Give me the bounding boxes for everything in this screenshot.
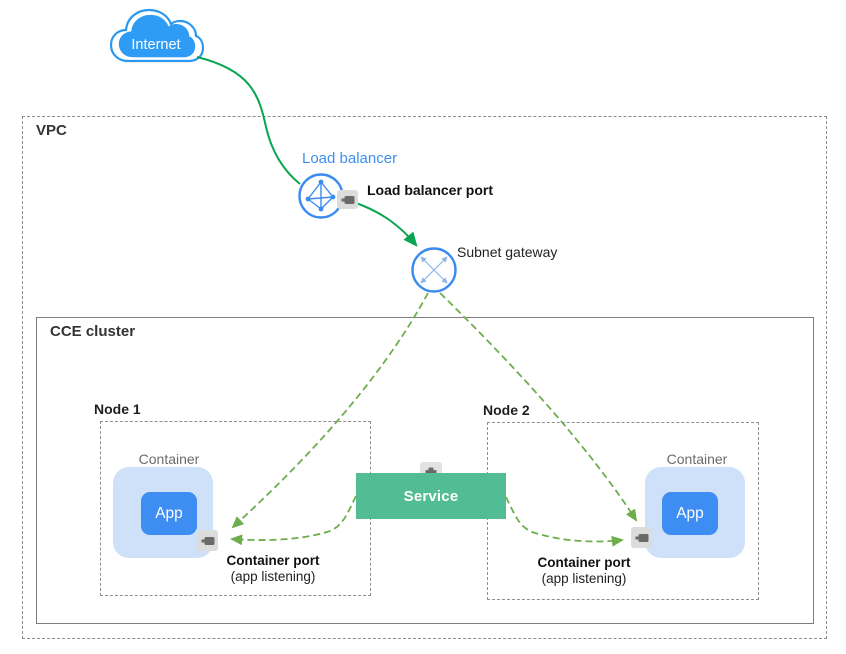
node1-app-label: App: [155, 504, 183, 522]
load-balancer-port-label: Load balancer port: [367, 182, 494, 198]
node1-app-box: App: [141, 492, 197, 535]
node2-container-port-label: Container port: [537, 555, 631, 570]
load-balancer-port-icon: [337, 190, 358, 209]
node2-container-port-sublabel: (app listening): [541, 571, 627, 586]
node1-container-port-note: Container port (app listening): [211, 553, 335, 585]
service-label: Service: [403, 487, 459, 505]
node2-container-port-note: Container port (app listening): [522, 555, 646, 587]
node1-container-port-label: Container port: [226, 553, 320, 568]
node1-container-port-sublabel: (app listening): [230, 569, 316, 584]
cce-cluster-label: CCE cluster: [50, 323, 136, 340]
node2-container-port-icon: [631, 527, 652, 548]
load-balancer-label: Load balancer: [302, 150, 398, 167]
cloud-icon: [109, 8, 204, 63]
node1-label: Node 1: [94, 401, 141, 417]
subnet-gateway-icon: [411, 247, 457, 293]
node2-label: Node 2: [483, 402, 530, 418]
node2-app-label: App: [676, 504, 704, 522]
internet-label: Internet: [131, 37, 181, 53]
vpc-boundary: [22, 116, 827, 639]
node1-container-label: Container: [138, 451, 200, 467]
subnet-gateway-label: Subnet gateway: [457, 244, 558, 260]
service-box: Service: [356, 473, 506, 519]
node2-app-box: App: [662, 492, 718, 535]
node1-container-port-icon: [197, 530, 218, 551]
vpc-label: VPC: [36, 122, 67, 139]
node2-container-label: Container: [666, 451, 728, 467]
load-balancer-icon: [298, 173, 344, 219]
